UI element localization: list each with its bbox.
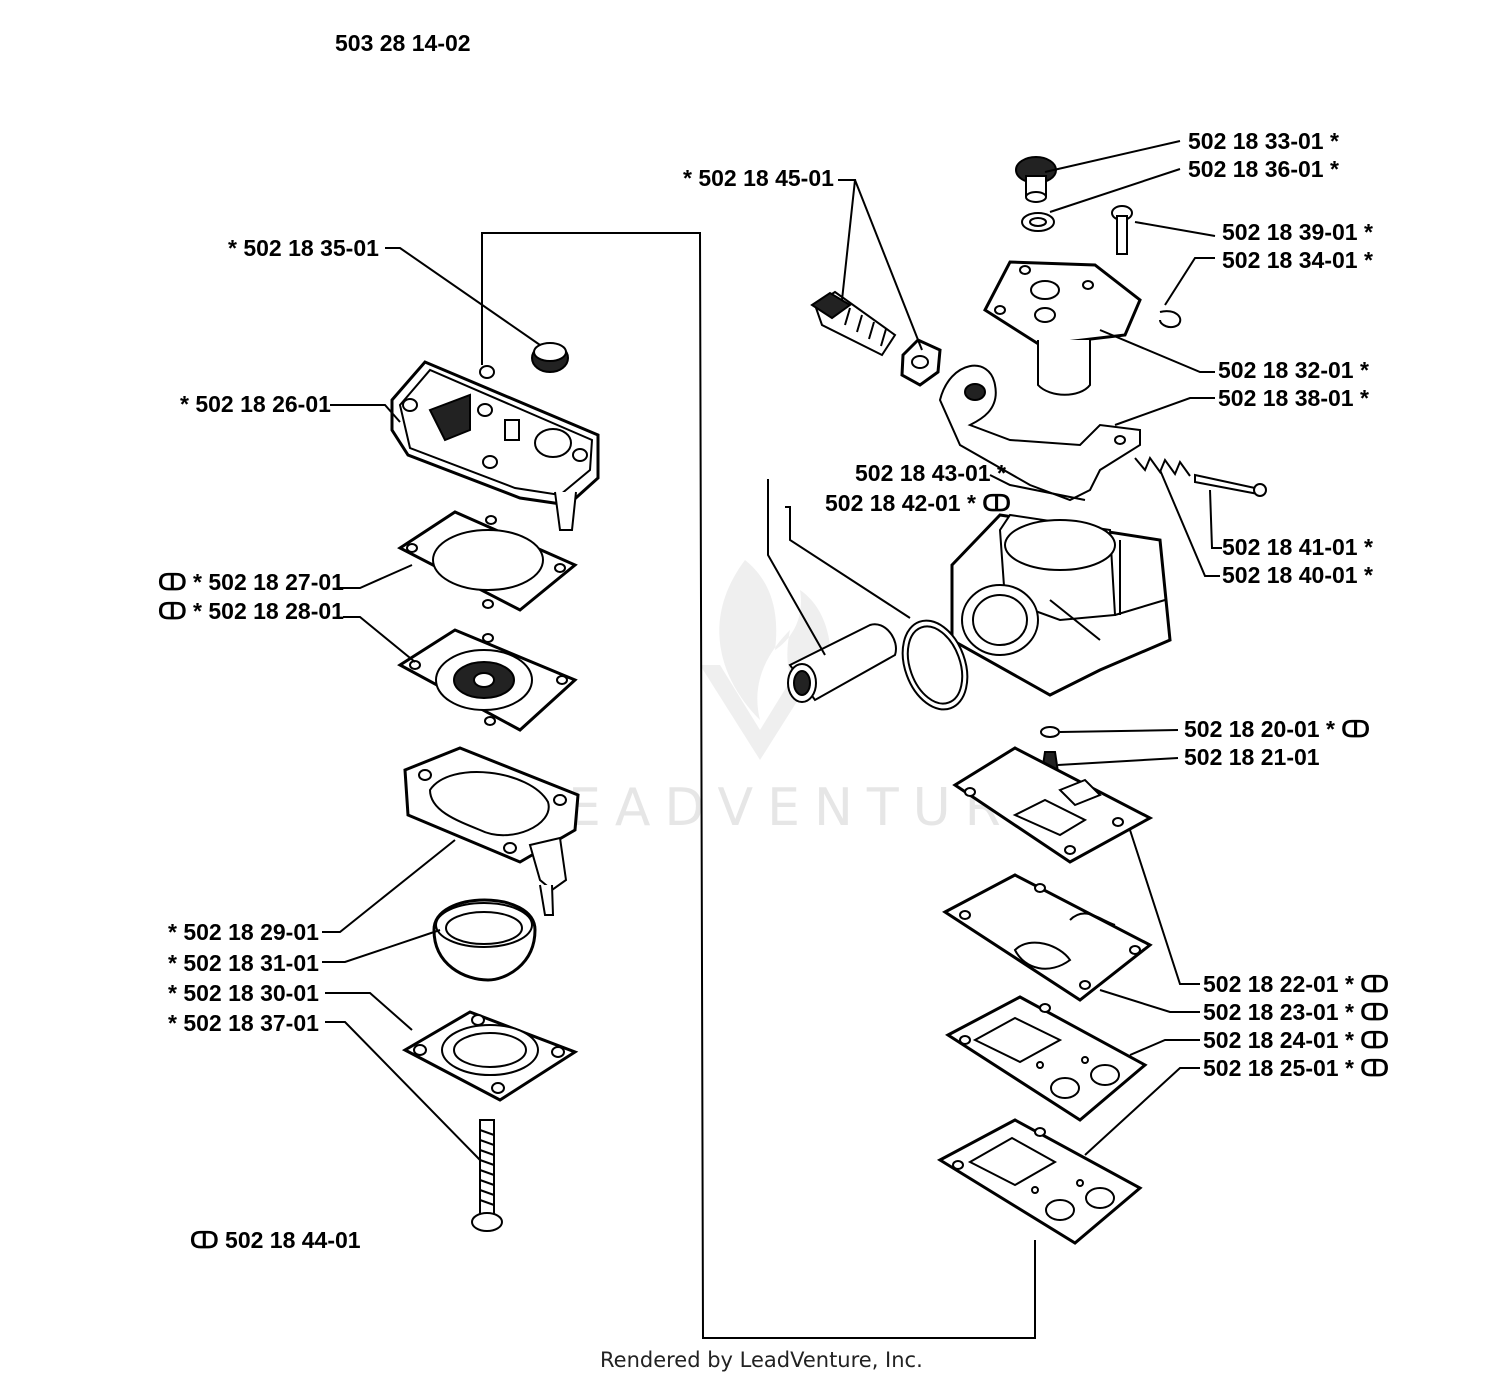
part-gasket-22 [952,746,1154,864]
footer-credit: Rendered by LeadVenture, Inc. [600,1348,923,1372]
part-small-screw [1111,205,1133,255]
label-502-18-28-01: ↀ * 502 18 28-01 [158,598,344,624]
part-lever-spring [1134,455,1267,497]
label-502-18-25-01: 502 18 25-01 * ↀ [1203,1055,1389,1081]
part-primer-bulb [432,898,537,982]
label-502-18-43-01: 502 18 43-01 * [855,460,1006,486]
part-pump-cover [390,360,600,531]
assembly-connector-line [481,232,1036,1339]
label-502-18-34-01: 502 18 34-01 * [1222,247,1373,273]
legend-kit-number: ↀ 502 18 44-01 [190,1227,361,1253]
legend-kit-symbol: ↀ [190,1227,219,1253]
part-e-clip [1159,310,1182,329]
label-502-18-23-01: 502 18 23-01 * ↀ [1203,999,1389,1025]
label-502-18-45-01: * 502 18 45-01 [683,165,834,191]
label-502-18-27-01: ↀ * 502 18 27-01 [158,569,344,595]
part-gasket-25 [936,1118,1143,1245]
leader-lines [322,140,1222,1161]
part-labels: 502 18 33-01 * 502 18 36-01 * * 502 18 4… [158,128,1389,1081]
part-pump-body [403,746,580,916]
part-jet-assembly [810,290,942,387]
label-502-18-42-01: 502 18 42-01 * ↀ [825,490,1011,516]
part-gasket-23 [942,873,1153,1002]
part-gasket-27 [397,510,578,612]
label-502-18-36-01: 502 18 36-01 * [1188,156,1339,182]
label-502-18-22-01: 502 18 22-01 * ↀ [1203,971,1389,997]
part-idle-screw [1015,156,1057,203]
label-502-18-29-01: * 502 18 29-01 [168,919,319,945]
label-502-18-31-01: * 502 18 31-01 [168,950,319,976]
label-502-18-39-01: 502 18 39-01 * [1222,219,1373,245]
part-o-ring-36-hole [1029,217,1047,227]
label-502-18-20-01: 502 18 20-01 * ↀ [1184,716,1370,742]
label-502-18-35-01: * 502 18 35-01 [228,235,379,261]
label-502-18-24-01: 502 18 24-01 * ↀ [1203,1027,1389,1053]
label-502-18-41-01: 502 18 41-01 * [1222,534,1373,560]
assembly-number: 503 28 14-02 [335,30,471,56]
label-502-18-37-01: * 502 18 37-01 [168,1010,319,1036]
label-502-18-32-01: 502 18 32-01 * [1218,357,1369,383]
part-o-ring-42 [901,619,969,711]
part-diaphragm-28 [397,628,578,732]
label-502-18-26-01: * 502 18 26-01 [180,391,331,417]
part-carburetor-body [950,513,1172,697]
part-long-screw [471,1119,503,1232]
part-primer-cover [401,1010,579,1102]
label-502-18-21-01: 502 18 21-01 [1184,744,1320,770]
part-small-o-ring [1040,726,1060,738]
label-502-18-33-01: 502 18 33-01 * [1188,128,1339,154]
label-502-18-38-01: 502 18 38-01 * [1218,385,1369,411]
part-screw-cap [531,342,569,373]
label-502-18-40-01: 502 18 40-01 * [1222,562,1373,588]
part-venturi-sleeve [787,623,897,703]
label-502-18-30-01: * 502 18 30-01 [168,980,319,1006]
part-throttle-lever [938,364,1141,502]
part-gasket-24 [945,995,1148,1122]
part-throttle-housing [983,260,1142,396]
